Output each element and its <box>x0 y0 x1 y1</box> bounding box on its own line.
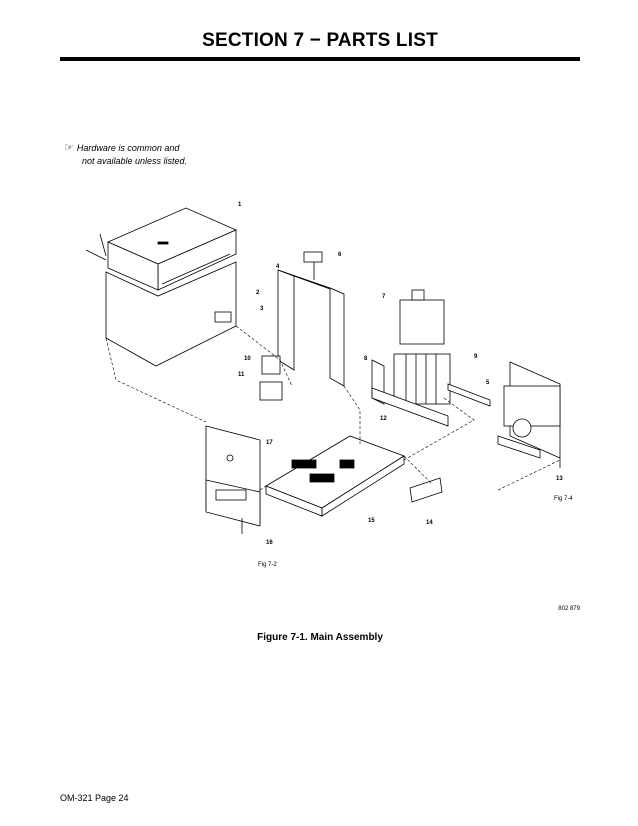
callout-4: 4 <box>276 264 280 270</box>
wrapper-cover <box>107 207 237 291</box>
callout-7: 7 <box>382 294 386 300</box>
callout-8: 8 <box>364 356 368 362</box>
hardware-note: ☞Hardware is common and not available un… <box>64 142 187 168</box>
exploded-view-drawing: 1 2 3 4 5 6 7 8 9 10 11 12 13 14 15 16 1… <box>85 202 573 568</box>
callout-17: 17 <box>266 440 273 446</box>
main-assembly-diagram: 1 2 3 4 5 6 7 8 9 10 11 12 13 14 15 16 1… <box>60 190 580 590</box>
base-assembly <box>265 435 405 517</box>
callout-2: 2 <box>256 290 260 296</box>
callout-5: 5 <box>486 380 490 386</box>
title-rule <box>60 57 580 61</box>
callout-11: 11 <box>238 372 245 378</box>
center-baffle <box>277 251 345 387</box>
callout-13: 13 <box>556 476 563 482</box>
reactor-module <box>497 361 561 468</box>
callout-1: 1 <box>238 202 242 208</box>
callout-9: 9 <box>474 354 478 360</box>
callout-12: 12 <box>380 416 387 422</box>
capacitor-bracket <box>259 355 283 401</box>
note-line-2: not available unless listed. <box>82 156 188 166</box>
callout-14: 14 <box>426 520 433 526</box>
note-line-1: Hardware is common and <box>76 143 180 153</box>
fig-ref-7-4: Fig 7-4 <box>554 496 573 502</box>
figure-caption: Figure 7-1. Main Assembly <box>257 632 383 643</box>
callout-3: 3 <box>260 306 264 312</box>
page-footer: OM-321 Page 24 <box>60 793 129 803</box>
side-panel <box>85 233 237 367</box>
fig-ref-7-2: Fig 7-2 <box>258 562 277 568</box>
control-board <box>409 477 443 503</box>
pointing-hand-icon: ☞ <box>64 142 74 154</box>
callout-16: 16 <box>266 540 273 546</box>
transformer <box>371 289 491 427</box>
drawing-number: 802 879 <box>558 606 580 612</box>
page-title: SECTION 7 − PARTS LIST <box>202 30 438 51</box>
callout-10: 10 <box>244 356 251 362</box>
callout-labels: 1 2 3 4 5 6 7 8 9 10 11 12 13 14 15 16 1… <box>238 202 563 546</box>
callout-15: 15 <box>368 518 375 524</box>
front-panel <box>205 425 261 534</box>
callout-6: 6 <box>338 252 342 258</box>
